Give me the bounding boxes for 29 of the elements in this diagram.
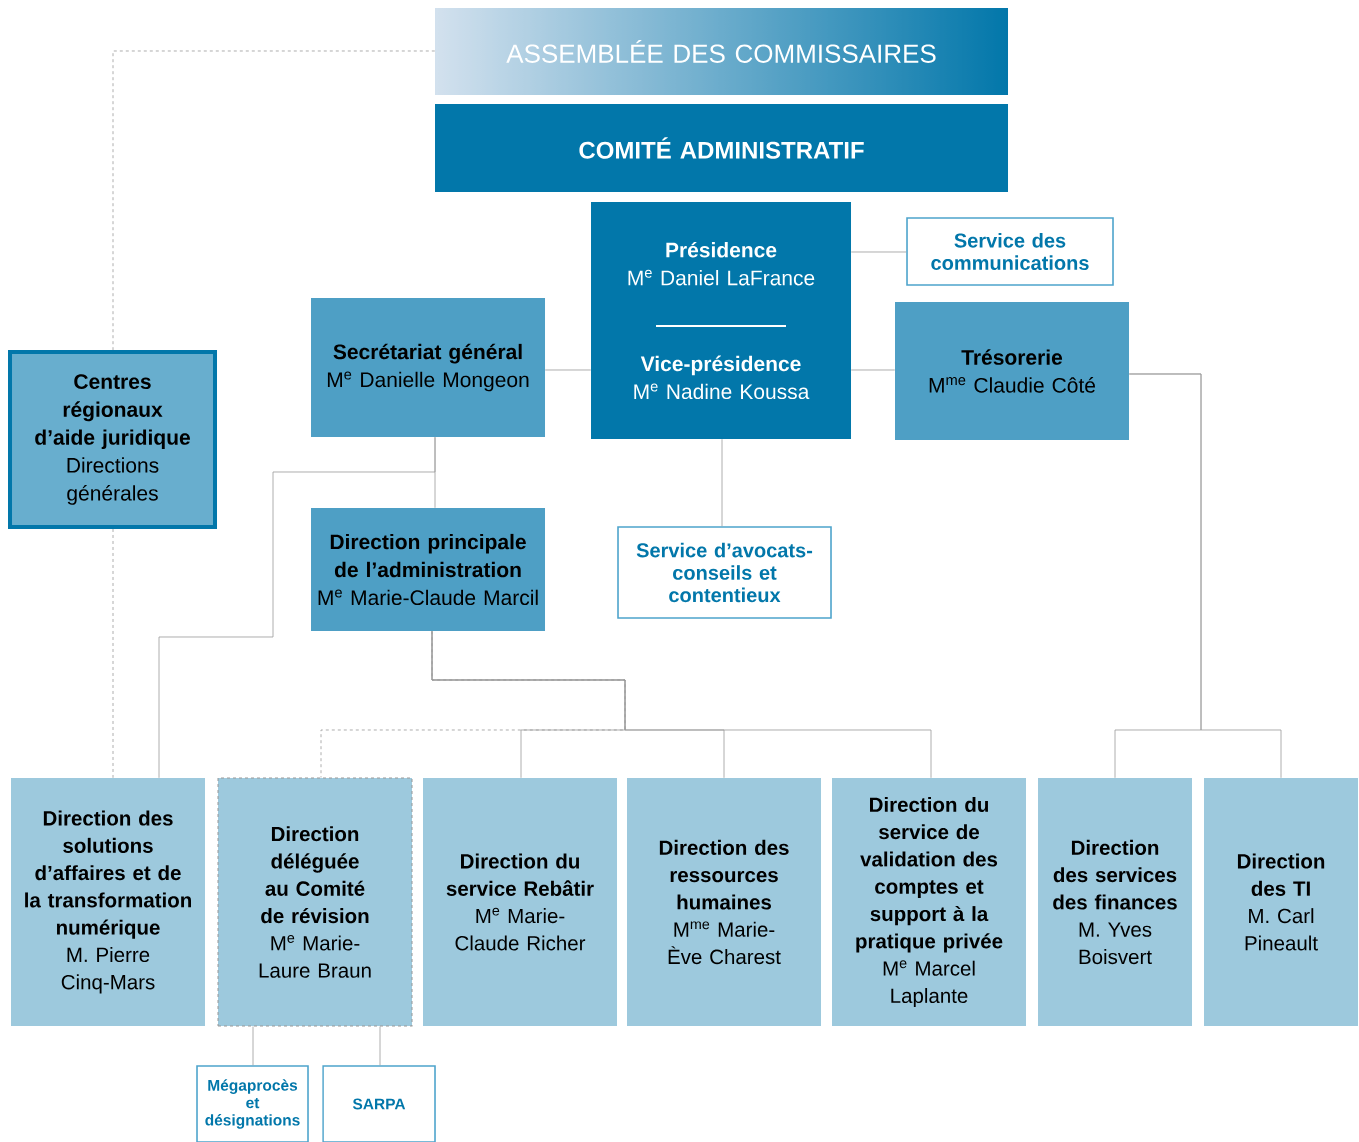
department-box: Direction des services des finances M. Yves Boisvert <box>1038 778 1192 1026</box>
connector-line <box>431 630 932 779</box>
connector-line <box>379 1026 381 1066</box>
connector-line <box>112 528 114 779</box>
department-box: Direction du service de validation des comptes et support à la pratique privée M$^{e}$ Marcel Laplante <box>832 778 1026 1026</box>
connector-line <box>721 438 723 527</box>
connector-line <box>158 436 436 779</box>
department-box: Direction des solutions d’affaires et de la transformation numérique M. Pierre Cinq-Mars <box>11 778 205 1026</box>
department-box: Direction du service Rebâtir M$^{e}$ Marie-Claude Richer <box>423 778 617 1026</box>
service-box: Service des communications <box>906 217 1114 286</box>
connector-line <box>544 369 592 371</box>
connector-line <box>850 369 896 371</box>
header-banner: ASSEMBLÉE DES COMMISSAIRES <box>435 8 1008 95</box>
department-box: Direction principale de l’administration M$^{e}$ Marie-Claude Marcil <box>311 508 545 631</box>
service-box: Mégaprocès et désignations <box>196 1065 309 1142</box>
connector-line <box>850 251 907 253</box>
connector-line <box>1128 373 1282 779</box>
department-box: Direction des TI M. Carl Pineault <box>1204 778 1358 1026</box>
department-box: Centres régionaux d’aide juridique Directions générales <box>8 350 217 529</box>
department-box: Direction déléguée au Comité de révision M$^{e}$ Marie-Laure Braun <box>217 777 413 1027</box>
connector-line <box>112 50 436 351</box>
department-box: Secrétariat général M$^{e}$ Danielle Mongeon <box>311 298 545 437</box>
service-box: Service d’avocats-conseils et contentieux <box>617 526 832 619</box>
service-box: SARPA <box>322 1065 436 1142</box>
department-box: Direction des ressources humaines M$^{me}$ Marie-Ève Charest <box>627 778 821 1026</box>
presidency-box: Présidence M$^{e}$ Daniel LaFrance Vice-présidence M$^{e}$ Nadine Koussa <box>591 202 851 439</box>
connector-line <box>252 1026 254 1066</box>
department-box: Trésorerie M$^{me}$ Claudie Côté <box>895 302 1129 440</box>
header-banner: COMITÉ ADMINISTRATIF <box>435 104 1008 192</box>
